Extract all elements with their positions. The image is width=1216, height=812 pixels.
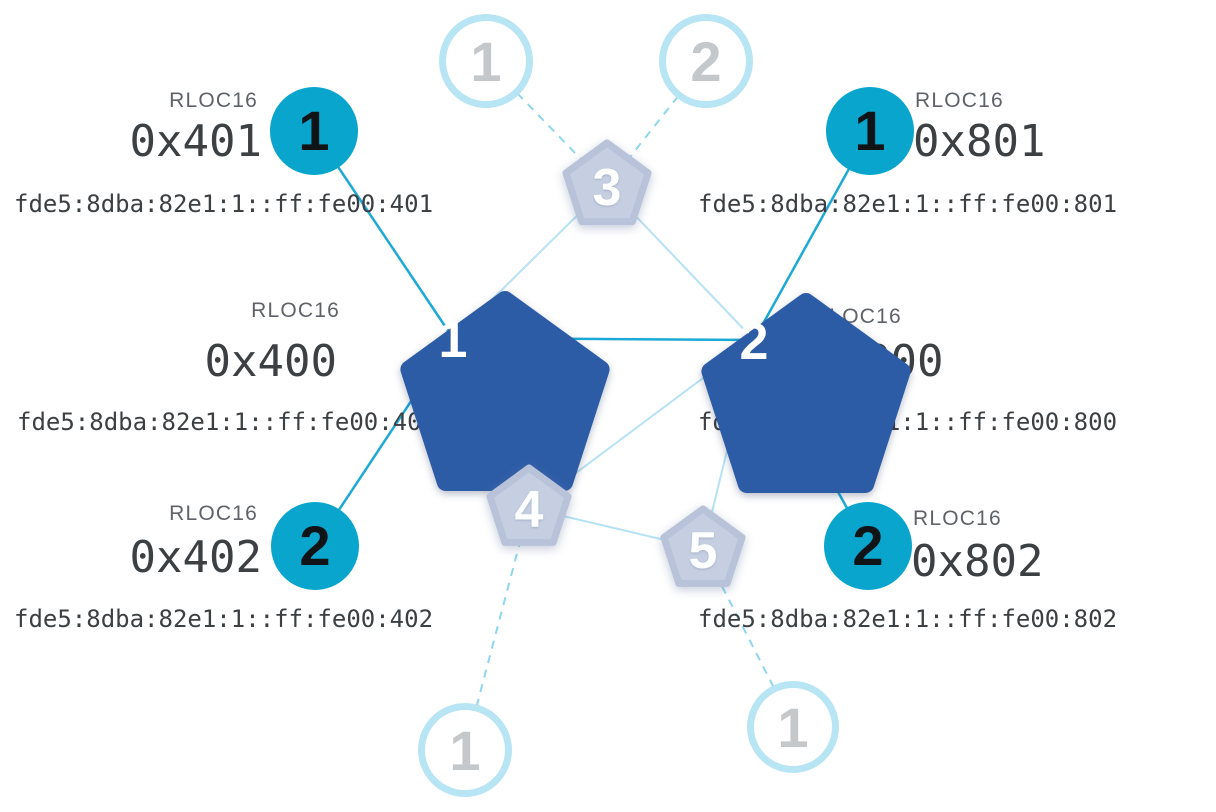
child-id: 1 [449, 718, 481, 782]
ipv6-address-child401: fde5:8dba:82e1:1::ff:fe00:401 [14, 190, 434, 218]
node-router-0x400[interactable]: 1 [400, 286, 610, 491]
node-router-4-faded[interactable]: 4 [477, 456, 581, 560]
node-child-faded-bottom-1[interactable]: 1 [418, 703, 512, 797]
rloc16-value-child401: 0x401 [129, 116, 262, 167]
node-child-faded-top-1[interactable]: 1 [439, 14, 533, 108]
node-router-5-faded[interactable]: 5 [651, 497, 755, 601]
pentagon-icon [660, 505, 746, 587]
child-id: 1 [470, 29, 502, 93]
child-id: 1 [298, 98, 330, 162]
rloc16-value-router1: 0x400 [204, 336, 337, 387]
ipv6-address-child801: fde5:8dba:82e1:1::ff:fe00:801 [698, 190, 1118, 218]
rloc16-label-router1: RLOC16 [251, 299, 340, 322]
child-id: 1 [854, 98, 886, 162]
rloc16-label-child402: RLOC16 [169, 502, 258, 525]
pentagon-icon [701, 293, 911, 493]
ipv6-address-child802: fde5:8dba:82e1:1::ff:fe00:802 [698, 605, 1118, 633]
rloc16-value-child402: 0x402 [129, 532, 262, 583]
node-child-faded-top-2[interactable]: 2 [659, 14, 753, 108]
router-id: 5 [688, 522, 718, 580]
pentagon-icon [562, 139, 652, 226]
node-router-0x800[interactable]: 2 [701, 288, 911, 493]
ipv6-address-router1: fde5:8dba:82e1:1::ff:fe00:400 [17, 408, 437, 436]
child-id: 1 [777, 695, 809, 759]
rloc16-label-child401: RLOC16 [169, 89, 258, 112]
child-id: 2 [299, 513, 331, 577]
node-child-0x801[interactable]: 1 [826, 87, 914, 175]
rloc16-value-child801: 0x801 [913, 116, 1046, 167]
rloc16-label-child802: RLOC16 [913, 507, 1002, 530]
node-child-0x402[interactable]: 2 [271, 502, 359, 590]
rloc16-value-child802: 0x802 [911, 536, 1044, 587]
link-fadedtop2-router3 [606, 60, 707, 187]
child-id: 2 [852, 513, 884, 577]
router-id: 2 [739, 313, 769, 371]
node-child-faded-bottom-2[interactable]: 1 [747, 681, 839, 773]
pentagon-icon [486, 464, 572, 546]
router-id: 4 [514, 481, 544, 539]
link-fadedbottom1-router4 [464, 507, 530, 751]
router-id: 1 [438, 311, 468, 369]
router-id: 3 [592, 159, 622, 217]
node-child-0x401[interactable]: 1 [270, 87, 358, 175]
ipv6-address-child402: fde5:8dba:82e1:1::ff:fe00:402 [14, 605, 434, 633]
child-id: 2 [690, 29, 722, 93]
node-router-3-faded[interactable]: 3 [555, 134, 659, 238]
node-child-0x802[interactable]: 2 [824, 502, 912, 590]
rloc16-label-child801: RLOC16 [915, 89, 1004, 112]
